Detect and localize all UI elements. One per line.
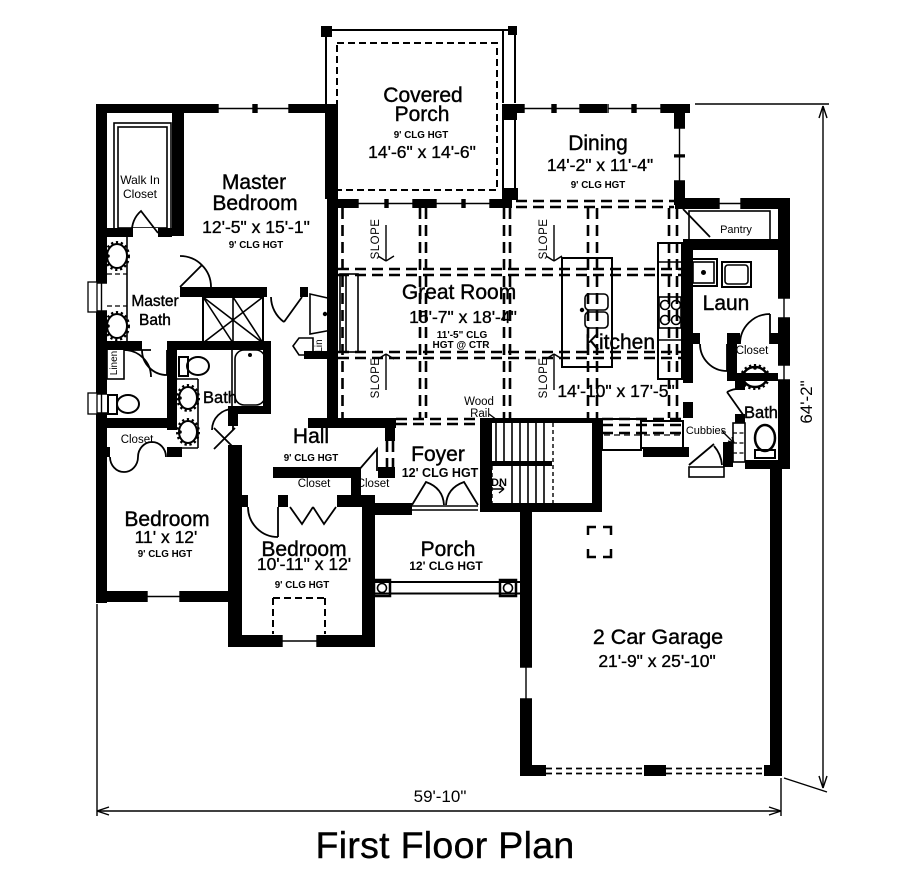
svg-text:2 Car Garage: 2 Car Garage (593, 625, 723, 649)
svg-text:12'-5" x 15'-1": 12'-5" x 15'-1" (202, 217, 310, 237)
svg-text:Dining: Dining (568, 132, 628, 155)
svg-text:Porch: Porch (395, 103, 450, 126)
svg-text:Hall: Hall (293, 425, 329, 448)
svg-text:Closet: Closet (357, 478, 390, 490)
svg-text:9' CLG HGT: 9' CLG HGT (138, 549, 193, 560)
svg-text:Linen: Linen (109, 351, 120, 375)
svg-text:SLOPE: SLOPE (538, 219, 550, 260)
svg-text:DN: DN (491, 477, 507, 489)
svg-text:Foyer: Foyer (411, 443, 465, 466)
svg-text:12' CLG HGT: 12' CLG HGT (402, 466, 479, 480)
svg-text:9' CLG HGT: 9' CLG HGT (229, 240, 284, 251)
svg-text:Bedroom: Bedroom (124, 508, 209, 531)
svg-text:Bedroom: Bedroom (261, 538, 346, 561)
svg-text:Laun: Laun (703, 292, 750, 315)
svg-text:12' CLG HGT: 12' CLG HGT (409, 559, 483, 573)
svg-text:Kitchen: Kitchen (585, 331, 655, 354)
svg-text:Covered: Covered (383, 84, 462, 107)
svg-text:Walk In: Walk In (120, 173, 160, 187)
svg-text:64'-2": 64'-2" (797, 380, 816, 423)
svg-text:Master: Master (131, 293, 178, 310)
svg-text:Lin: Lin (314, 339, 325, 352)
svg-text:Closet: Closet (736, 345, 769, 357)
svg-text:Great Room: Great Room (402, 281, 516, 304)
svg-text:Bath: Bath (203, 389, 237, 407)
svg-text:9' CLG HGT: 9' CLG HGT (394, 130, 449, 141)
svg-text:21'-9" x 25'-10": 21'-9" x 25'-10" (598, 651, 715, 671)
svg-text:15'-7" x 18'-4": 15'-7" x 18'-4" (409, 307, 517, 327)
svg-text:SLOPE: SLOPE (370, 358, 382, 399)
svg-text:Bath: Bath (139, 312, 171, 329)
svg-text:59'-10": 59'-10" (414, 787, 467, 806)
svg-text:10'-11" x 12': 10'-11" x 12' (257, 554, 351, 574)
svg-text:14'-2" x 11'-4": 14'-2" x 11'-4" (547, 155, 653, 175)
svg-text:Rail: Rail (470, 408, 490, 420)
svg-text:14'-6" x 14'-6": 14'-6" x 14'-6" (368, 142, 476, 162)
svg-text:9' CLG HGT: 9' CLG HGT (275, 580, 330, 591)
svg-text:Porch: Porch (421, 538, 476, 561)
svg-text:9' CLG HGT: 9' CLG HGT (284, 453, 339, 464)
svg-text:11'-5" CLG: 11'-5" CLG (437, 330, 488, 341)
svg-text:Wood: Wood (464, 396, 494, 408)
svg-text:11' x 12': 11' x 12' (135, 527, 198, 547)
svg-text:Bedroom: Bedroom (212, 192, 297, 215)
svg-text:Closet: Closet (121, 434, 154, 446)
svg-text:HGT @ CTR: HGT @ CTR (433, 340, 491, 351)
svg-text:Closet: Closet (298, 478, 331, 490)
svg-text:Cubbies: Cubbies (686, 425, 727, 437)
svg-text:Pantry: Pantry (720, 224, 752, 236)
svg-text:Closet: Closet (123, 187, 158, 201)
svg-text:SLOPE: SLOPE (538, 358, 550, 399)
svg-text:SLOPE: SLOPE (370, 219, 382, 260)
svg-text:Master: Master (222, 171, 286, 194)
svg-text:First Floor Plan: First Floor Plan (315, 824, 574, 866)
svg-text:14'-10" x 17'-5": 14'-10" x 17'-5" (557, 381, 674, 401)
svg-text:9' CLG HGT: 9' CLG HGT (571, 180, 626, 191)
svg-text:Bath: Bath (744, 404, 778, 422)
